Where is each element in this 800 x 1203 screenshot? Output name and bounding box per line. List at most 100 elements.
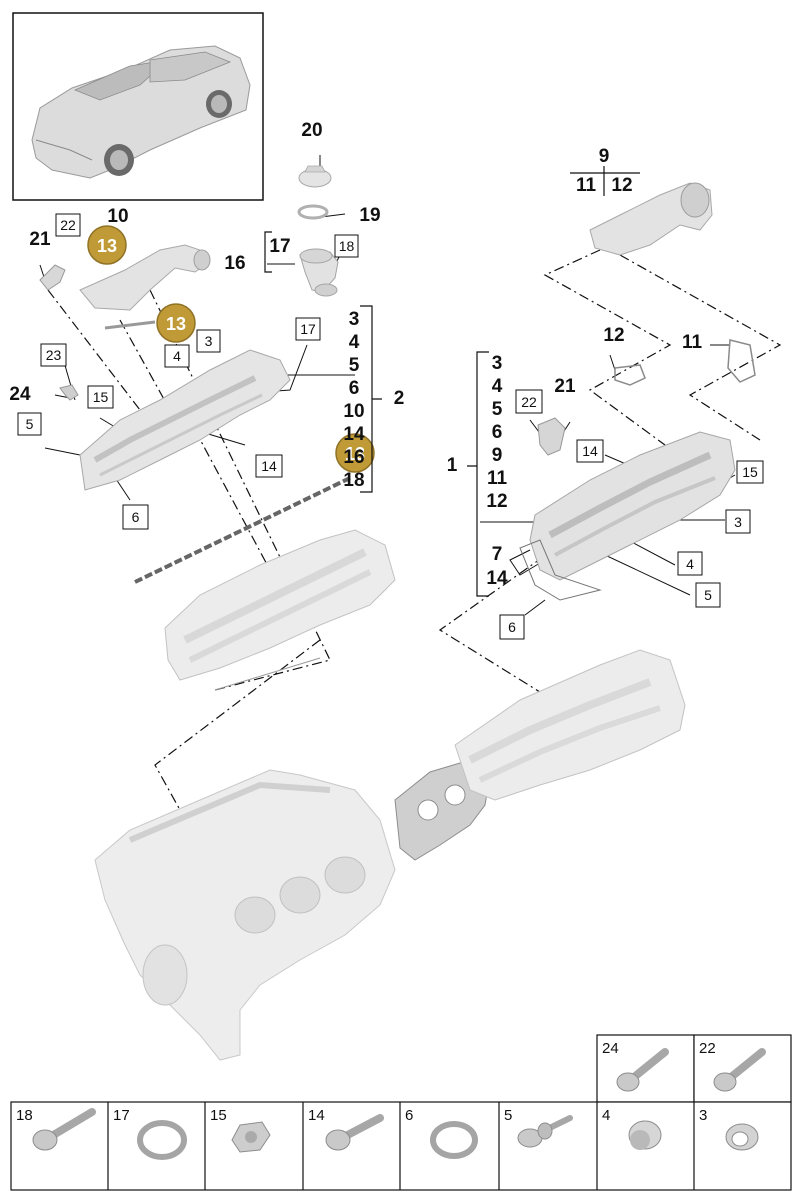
part-gasket-11 <box>727 339 756 383</box>
part-valve-cover-right <box>519 431 736 601</box>
stud-5-icon <box>517 1115 573 1148</box>
svg-text:22: 22 <box>60 217 76 233</box>
svg-text:3: 3 <box>205 333 213 349</box>
hardware-table: 24 22 18 17 15 14 6 5 4 3 <box>10 1034 792 1191</box>
part-manifold-10 <box>79 244 211 311</box>
bracket-1-item: 11 <box>487 468 508 489</box>
callout-19: 19 <box>359 205 380 226</box>
callout-21-right: 21 <box>554 376 576 397</box>
badge-13-c-label: 13 <box>345 444 365 464</box>
box-callout-4-left: 4 <box>164 344 190 368</box>
svg-text:5: 5 <box>704 587 712 603</box>
box-callout-14-right: 14 <box>576 439 604 463</box>
bolt-14-icon <box>325 1114 384 1151</box>
box-callout-3-left: 3 <box>196 329 221 353</box>
bracket-1-item: 5 <box>492 399 503 420</box>
callout-2: 2 <box>394 388 405 409</box>
badge-13-b: 13 <box>156 303 196 343</box>
callout-11: 11 <box>682 332 703 353</box>
callout-20: 20 <box>301 120 322 141</box>
box-callout-5-left: 5 <box>17 412 42 436</box>
bracket-2-item: 3 <box>349 309 360 330</box>
part-oring-19 <box>297 204 329 220</box>
svg-text:6: 6 <box>508 619 516 635</box>
bracket-2-item: 16 <box>343 447 364 468</box>
bracket-2-item: 10 <box>343 401 364 422</box>
svg-text:15: 15 <box>93 389 109 405</box>
cup-4-icon <box>628 1120 662 1150</box>
part-cylinder-head-right <box>454 649 686 801</box>
bracket-2-item: 5 <box>349 355 360 376</box>
box-callout-18-top: 18 <box>334 234 359 258</box>
svg-text:18: 18 <box>339 238 355 254</box>
bracket-2-item: 6 <box>349 378 360 399</box>
part-gasket-12 <box>614 364 646 386</box>
bracket-1-item: 7 <box>492 544 503 565</box>
badge-13-c: 13 <box>335 433 375 473</box>
bolt-24-icon <box>616 1048 669 1092</box>
svg-text:6: 6 <box>132 509 140 525</box>
bracket-9-item: 12 <box>611 175 632 196</box>
bracket-1-item: 6 <box>492 422 503 443</box>
svg-text:3: 3 <box>734 514 742 530</box>
box-callout-4-right: 4 <box>677 551 703 576</box>
hardware-label-17: 17 <box>113 1107 130 1124</box>
bolt-18-icon <box>32 1108 96 1151</box>
hardware-label-14: 14 <box>308 1107 325 1124</box>
part-engine-block <box>94 769 396 1061</box>
hardware-label-4: 4 <box>602 1107 610 1124</box>
part-filler-neck-16 <box>299 248 339 297</box>
hardware-label-18: 18 <box>16 1107 33 1124</box>
callout-21-left: 21 <box>29 229 51 250</box>
bracket-2-item: 18 <box>343 470 364 491</box>
boxed-callouts: 18 17 22 3 4 23 15 5 14 6 22 14 15 3 4 5… <box>17 213 764 640</box>
callout-24: 24 <box>9 384 31 405</box>
bracket-1-item: 14 <box>486 568 508 589</box>
bracket-9-item: 11 <box>576 175 597 196</box>
bracket-2-item: 14 <box>343 424 365 445</box>
box-callout-23: 23 <box>40 343 67 367</box>
hardware-label-3: 3 <box>699 1107 707 1124</box>
badge-13-b-label: 13 <box>166 314 186 334</box>
part-sensor-21b <box>537 417 566 456</box>
box-callout-5-right: 5 <box>695 582 721 608</box>
plain-callouts: 20 19 16 17 10 21 24 2 1 9 12 11 21 <box>9 120 702 476</box>
bracket-16-group <box>264 231 272 273</box>
bracket-1-item: 4 <box>492 376 503 397</box>
part-manifold-9 <box>589 182 713 256</box>
bracket-1-item: 12 <box>486 491 507 512</box>
callout-10: 10 <box>107 206 128 227</box>
callout-1: 1 <box>447 455 458 476</box>
box-callout-14-left: 14 <box>255 454 283 478</box>
part-cylinder-head-left <box>164 529 396 691</box>
washer-3-icon <box>725 1123 759 1151</box>
hardware-label-24: 24 <box>602 1040 619 1057</box>
box-callout-6-left: 6 <box>122 504 149 530</box>
callout-17: 17 <box>269 236 290 257</box>
bolt-22-icon <box>713 1048 766 1092</box>
ring-6-icon <box>430 1121 478 1159</box>
part-sensor-21a <box>39 264 66 291</box>
hardware-label-6: 6 <box>405 1107 413 1124</box>
bracket-1-item: 9 <box>492 445 503 466</box>
bracket-2-item: 4 <box>349 332 360 353</box>
box-callout-6-right: 6 <box>499 614 525 640</box>
box-callout-15-left: 15 <box>87 385 114 409</box>
bracket-9-group: 11 12 <box>570 166 640 196</box>
part-valve-cover-left <box>79 349 291 491</box>
bracket-2-list: 3 4 5 6 10 14 16 18 <box>343 305 382 493</box>
svg-text:14: 14 <box>582 443 598 459</box>
callout-16: 16 <box>224 253 245 274</box>
box-callout-22-left: 22 <box>55 213 81 237</box>
part-pin-13 <box>104 320 156 330</box>
badge-13-a: 13 <box>87 225 127 265</box>
callout-9: 9 <box>599 146 610 167</box>
svg-text:4: 4 <box>173 348 181 364</box>
part-cap-20 <box>298 165 332 188</box>
badge-13-a-label: 13 <box>97 236 117 256</box>
nut-15-icon <box>231 1121 271 1153</box>
box-callout-17: 17 <box>295 317 321 341</box>
hardware-label-15: 15 <box>210 1107 227 1124</box>
part-gasket-left <box>134 476 351 584</box>
